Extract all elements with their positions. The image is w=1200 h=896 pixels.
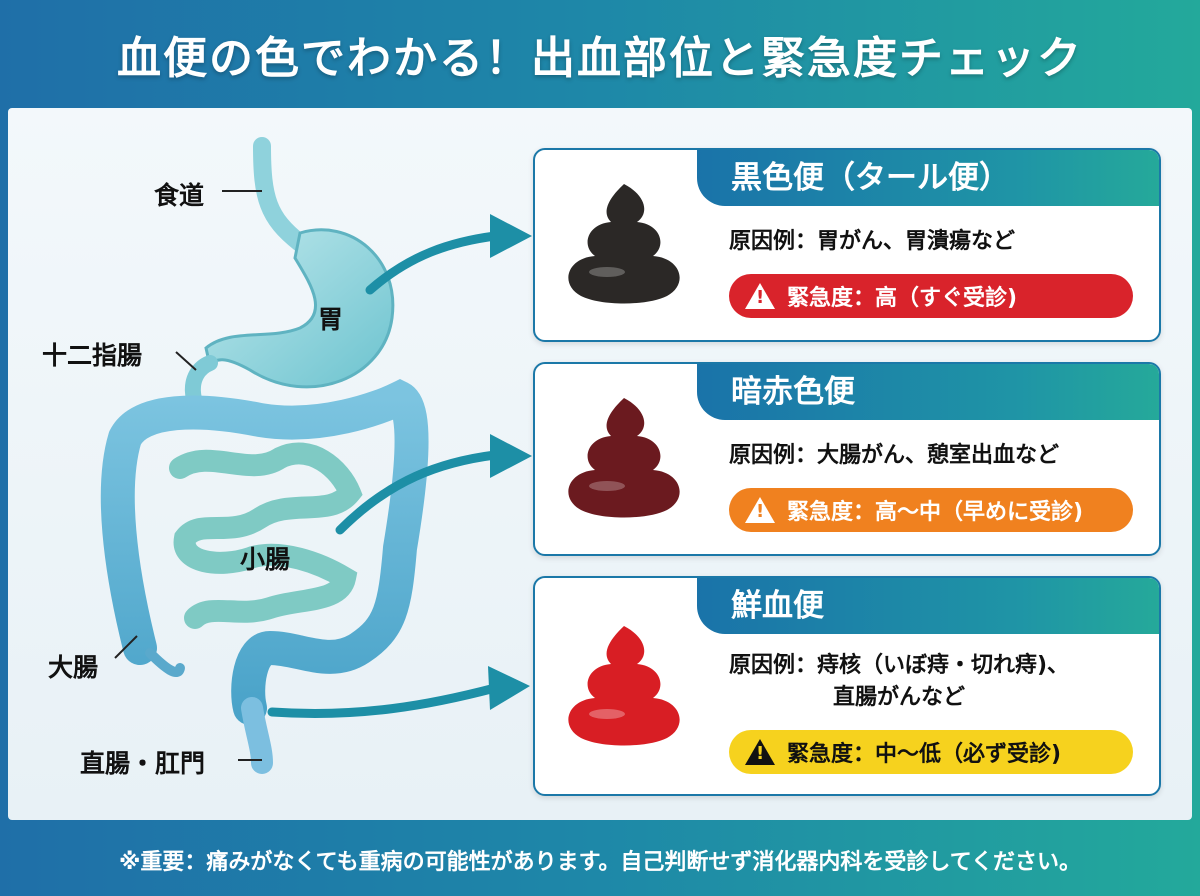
card-fresh-blood-stool: 鮮血便 原因例：痔核（いぼ痔・切れ痔)、 直腸がんなど 緊急度：中〜低（必ず受診…	[533, 576, 1161, 796]
label-rectum-anus: 直腸・肛門	[80, 749, 206, 778]
warning-icon	[745, 739, 775, 765]
large-intestine-leader	[114, 635, 138, 659]
urgency-badge: 緊急度：高（すぐ受診)	[729, 274, 1133, 318]
warning-icon	[745, 283, 775, 309]
card-title: 黒色便（タール便）	[731, 160, 1010, 196]
duodenum-leader	[175, 351, 197, 371]
card-cause: 原因例：痔核（いぼ痔・切れ痔)、 直腸がんなど	[729, 653, 1070, 710]
card-dark-red-stool: 暗赤色便 原因例：大腸がん、憩室出血など 緊急度：高〜中（早めに受診)	[533, 362, 1161, 556]
card-cause: 原因例：大腸がん、憩室出血など	[729, 443, 1060, 468]
label-duodenum: 十二指腸	[42, 341, 143, 370]
stool-icon	[568, 184, 680, 304]
small-intestine-shape	[169, 442, 363, 629]
card-title: 暗赤色便	[731, 374, 855, 410]
page-title: 血便の色でわかる！出血部位と緊急度チェック	[117, 33, 1083, 84]
label-small-intestine: 小腸	[240, 545, 291, 574]
esophagus-shape	[253, 137, 309, 252]
card-cause: 原因例：胃がん、胃潰瘍など	[729, 229, 1016, 254]
label-esophagus: 食道	[154, 181, 205, 210]
card-header-bar	[697, 150, 1159, 206]
label-stomach: 胃	[318, 305, 344, 334]
stool-icon	[568, 398, 680, 518]
footer-note: ※重要：痛みがなくても重病の可能性があります。自己判断せず消化器内科を受診してく…	[118, 850, 1082, 875]
stool-icon	[568, 626, 680, 746]
digestive-tract-illustration	[100, 137, 429, 774]
card-black-stool: 黒色便（タール便） 原因例：胃がん、胃潰瘍など 緊急度：高（すぐ受診)	[533, 148, 1161, 342]
large-intestine-shape	[100, 378, 429, 725]
appendix-shape	[145, 648, 185, 677]
urgency-badge: 緊急度：高〜中（早めに受診)	[729, 488, 1133, 532]
card-header-bar	[697, 364, 1159, 420]
stomach-shape	[204, 228, 395, 389]
card-title: 鮮血便	[731, 588, 824, 624]
urgency-badge: 緊急度：中〜低（必ず受診)	[729, 730, 1133, 774]
rectum-shape	[241, 697, 273, 774]
card-header-bar	[697, 578, 1159, 634]
label-large-intestine: 大腸	[48, 653, 99, 682]
warning-icon	[745, 497, 775, 523]
